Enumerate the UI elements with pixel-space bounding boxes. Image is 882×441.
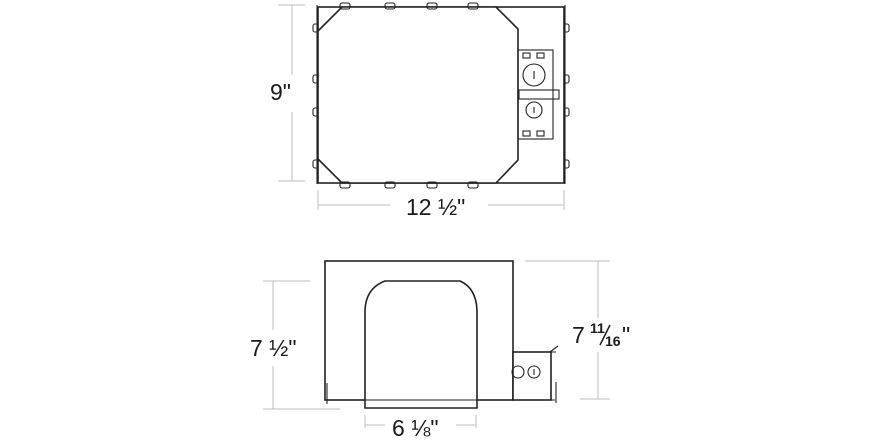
svg-text:7: 7 <box>572 322 585 348</box>
side-view: 7 ½" 7 11 16 " 6 ⅛" <box>250 260 630 441</box>
top-width-label: 12 ½" <box>406 194 465 220</box>
side-right-height-label: 7 11 16 " <box>572 320 630 349</box>
top-height-label: 9" <box>270 79 291 105</box>
side-width-label: 6 ⅛" <box>392 415 439 441</box>
top-width-dimension-line <box>317 190 565 210</box>
knockout-icon <box>525 101 543 119</box>
knockout-icon <box>522 63 546 87</box>
junction-box <box>517 49 560 140</box>
side-junction-box <box>511 345 559 403</box>
side-width-dimension-line <box>364 415 477 428</box>
side-right-height-dimension-line <box>525 260 610 400</box>
aperture-dome <box>364 280 478 409</box>
top-height-dimension-line <box>278 4 305 182</box>
svg-text:16: 16 <box>605 333 621 349</box>
housing-outline <box>317 6 519 184</box>
side-left-height-dimension-line <box>263 280 340 410</box>
top-view: 9" 12 ½" <box>270 2 570 220</box>
top-tabs <box>312 2 570 189</box>
svg-text:11: 11 <box>590 320 605 336</box>
side-left-height-label: 7 ½" <box>250 335 297 361</box>
knockout-icon <box>527 365 541 379</box>
svg-text:": " <box>622 322 630 348</box>
knockout-icon <box>511 365 525 379</box>
